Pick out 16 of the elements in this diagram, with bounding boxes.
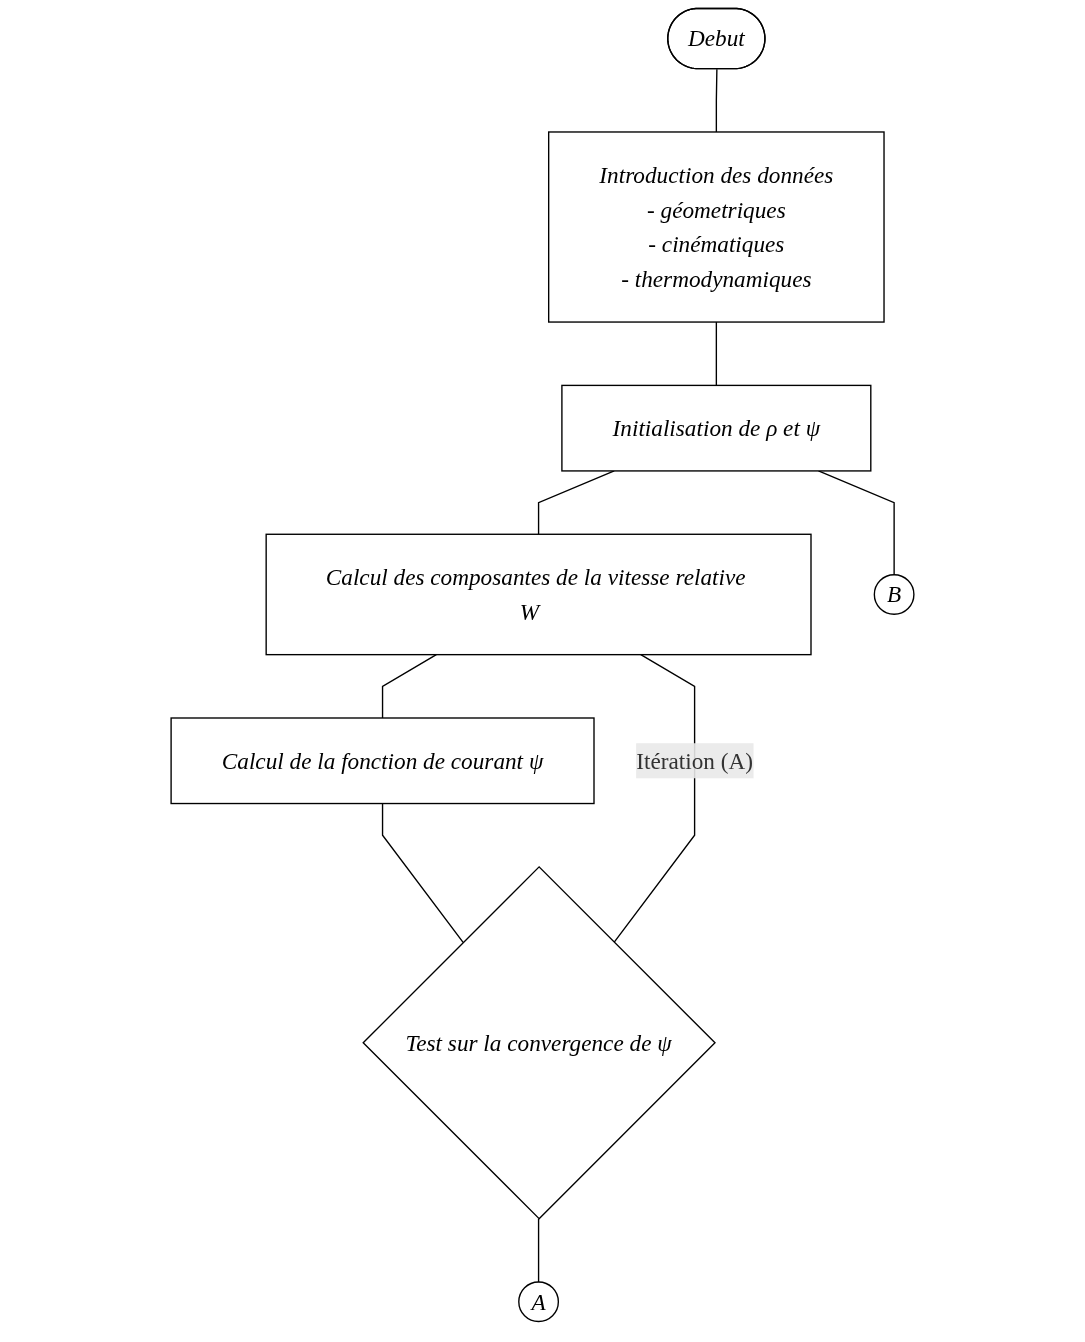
edge-label: Itération (A): [636, 747, 753, 774]
connector: [817, 470, 895, 576]
node-circle: A: [518, 1281, 560, 1323]
node-box: Introduction des données - géometriques - cinématiques - thermodynamiques: [548, 131, 885, 323]
connector: [381, 802, 464, 944]
node-box: Initialisation de ρ et ψ: [561, 384, 872, 472]
connector: [381, 653, 438, 719]
connector: [715, 321, 718, 387]
connector: [537, 1217, 540, 1283]
node-box: Calcul de la fonction de courant ψ: [170, 717, 595, 805]
node-circle: B: [873, 574, 915, 615]
connector: [613, 653, 696, 944]
node-diamond: Test sur la convergence de ψ: [362, 865, 716, 1220]
connector: [537, 470, 615, 535]
node-box: Calcul des composantes de la vitesse relative W⃗: [265, 533, 812, 656]
connector: [715, 68, 718, 133]
